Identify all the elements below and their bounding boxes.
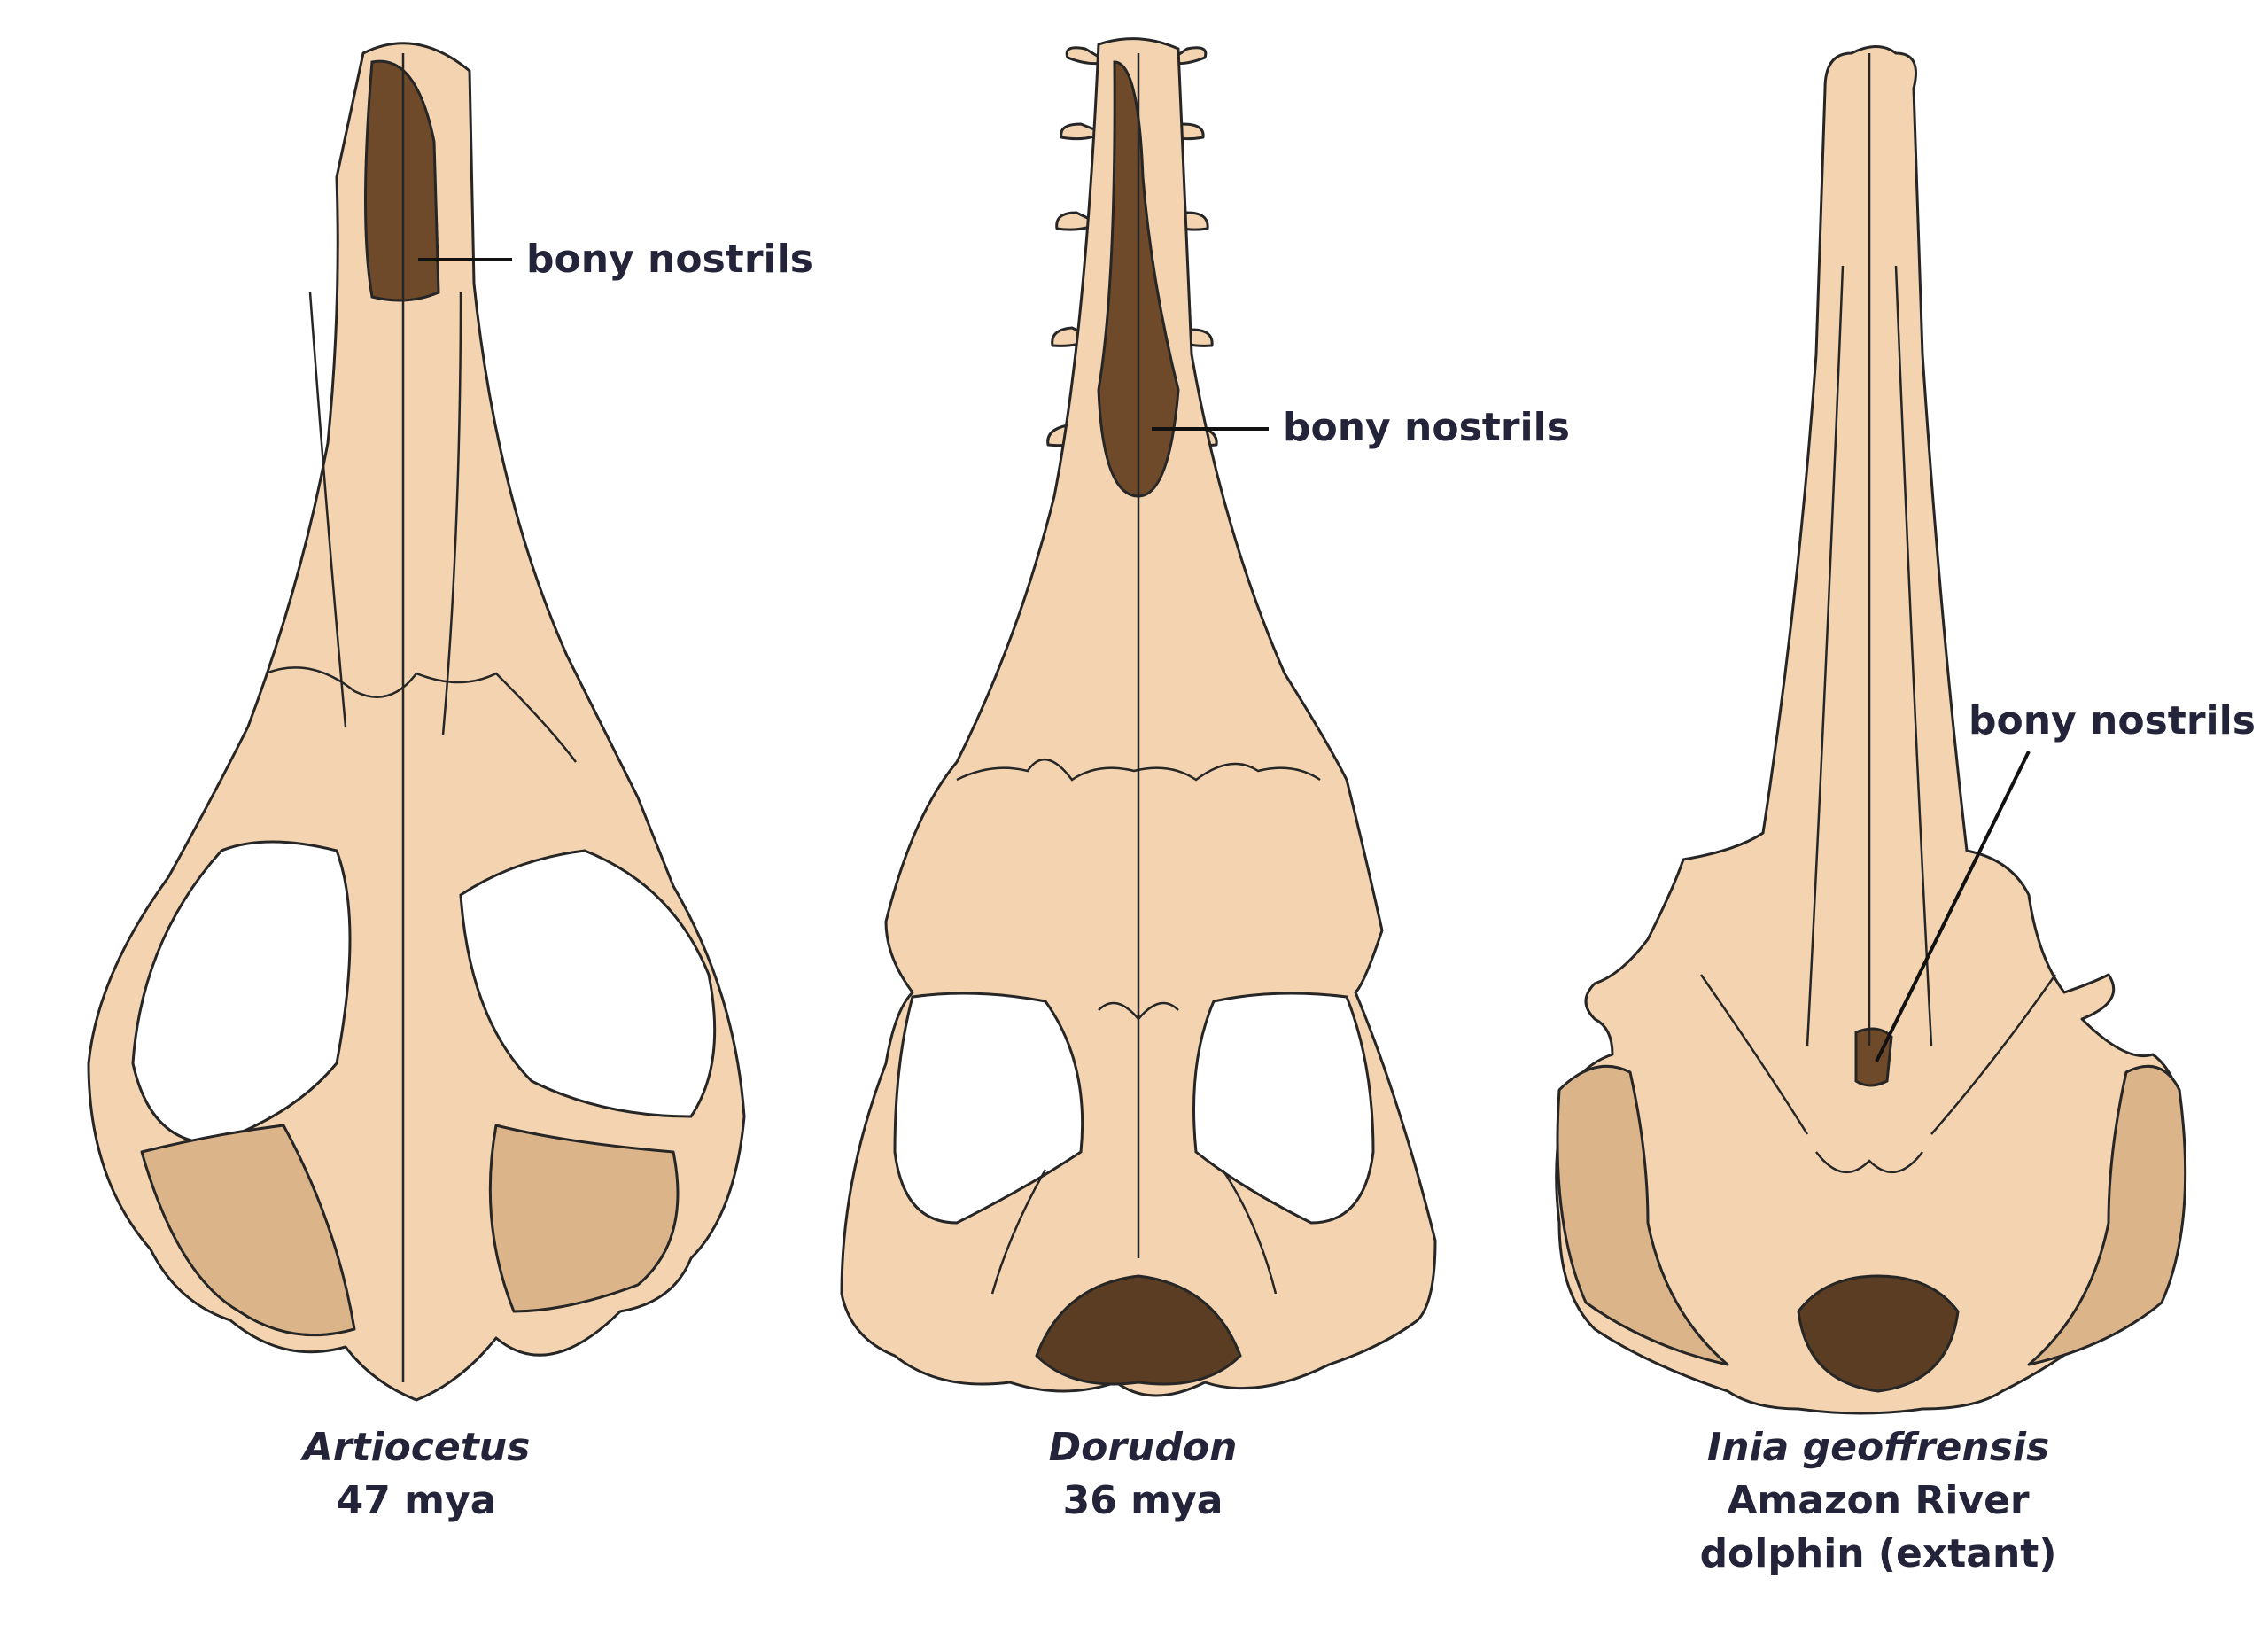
dorudon-genus-caption: Dorudon xyxy=(1049,1425,1238,1470)
dorudon-age-caption: 36 mya xyxy=(1063,1478,1223,1523)
artiocetus-genus-caption: Artiocetus xyxy=(300,1425,531,1470)
inia-common-name-caption: Amazon River xyxy=(1727,1478,2030,1523)
inia-status-caption: dolphin (extant) xyxy=(1700,1531,2057,1576)
artiocetus-age-caption: 47 mya xyxy=(337,1478,497,1523)
inia-nostril-leader xyxy=(1875,751,2031,1062)
inia-nostril-label: bony nostrils xyxy=(1969,698,2256,743)
inia-species-caption: Inia geoffrensis xyxy=(1707,1425,2049,1470)
dorudon-nostril-label: bony nostrils xyxy=(1283,405,1570,450)
artiocetus-skull xyxy=(87,42,746,1402)
dorudon-skull xyxy=(840,37,1437,1397)
artiocetus-nostril-label: bony nostrils xyxy=(526,237,813,282)
inia-skull xyxy=(1555,45,2187,1415)
